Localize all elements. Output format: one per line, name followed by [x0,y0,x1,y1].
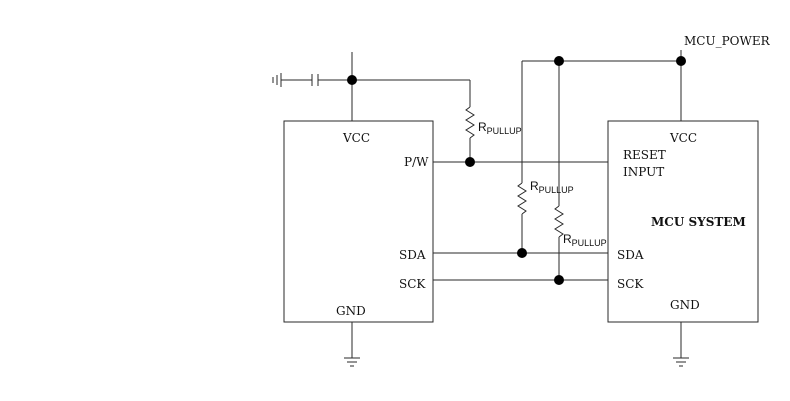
junction-dot [347,75,357,85]
mcu-title: MCU SYSTEM [651,215,746,229]
mcu-ground-icon [673,322,689,367]
left-ground-icon [344,322,360,367]
left-chip-box [283,120,434,323]
mcu-sck-label: SCK [617,277,644,291]
capacitor-icon [311,74,319,86]
pullup-resistor-1-label: RPULLUP [478,120,522,136]
junction-dot [554,56,564,66]
pullup-resistor-1-icon [465,106,475,139]
junction-dot [676,56,686,66]
junction-dot [517,248,527,258]
pullup-resistor-2-label: RPULLUP [530,179,574,195]
ground-symbol-icon [272,73,282,87]
mcu-box [607,120,759,323]
pullup-resistor-3-icon [554,205,564,238]
left-chip-sda-label: SDA [399,248,426,262]
pullup-resistor-2-icon [517,182,527,215]
mcu-reset-label: RESET [623,148,666,162]
pullup-resistor-3-label: RPULLUP [563,232,607,248]
left-vcc-net [281,52,471,121]
mcu-gnd-label: GND [670,298,700,312]
mcu-vcc-label: VCC [669,131,697,145]
left-chip-vcc-label: VCC [342,131,370,145]
mcu-reset-input-label: INPUT [623,165,664,179]
junction-dot [554,275,564,285]
left-chip-pw-label: P/W [404,155,429,169]
mcu-power-label: MCU_POWER [684,34,771,48]
junction-dot [465,157,475,167]
left-chip-gnd-label: GND [336,304,366,318]
mcu-sda-label: SDA [617,248,644,262]
left-chip-sck-label: SCK [399,277,426,291]
